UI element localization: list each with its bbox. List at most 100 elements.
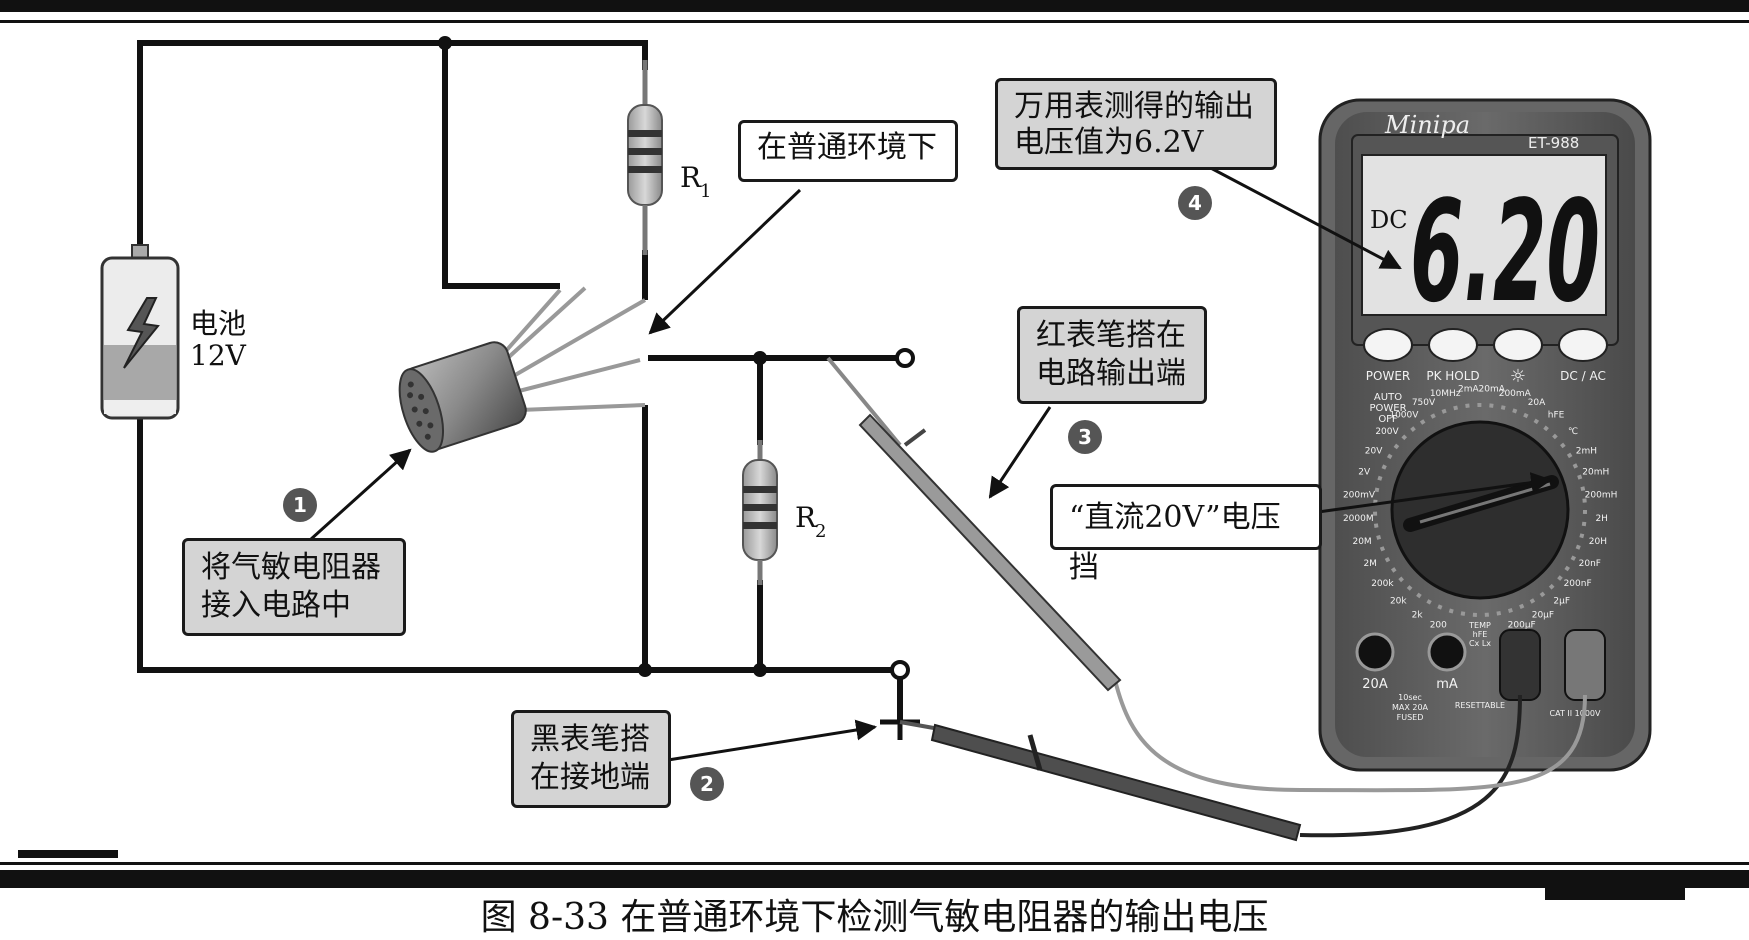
dial-range-label: 200μF: [1508, 621, 1536, 631]
dc20v-range-callout: “直流20V”电压挡: [1050, 484, 1322, 585]
r1-label: R: [680, 161, 702, 194]
black-probe-plug: [1499, 629, 1541, 701]
dial-range-label: 2H: [1595, 514, 1608, 524]
meter-mode: DC: [1370, 206, 1408, 234]
fuse-note-2: MAX 20A: [1392, 703, 1429, 712]
battery-voltage: 12V: [190, 339, 247, 372]
r2-label: R: [795, 501, 817, 534]
red-probe-plug: [1564, 629, 1606, 701]
dial-range-label: 20M: [1352, 537, 1371, 547]
black-probe-line2: 在接地端: [530, 760, 650, 795]
auto-power-off-1: AUTO: [1374, 392, 1402, 403]
dial-range-label: 200mV: [1343, 491, 1376, 501]
meter-model: ET-988: [1528, 134, 1579, 152]
r1-subscript: 1: [700, 181, 711, 202]
button-label-backlight: ☼: [1510, 366, 1526, 387]
dial-range-label: 200V: [1375, 427, 1399, 437]
jack-label-ma: mA: [1436, 677, 1458, 692]
dial-range-label: 200nF: [1564, 579, 1592, 589]
black-probe-line1: 黑表笔搭: [530, 722, 650, 757]
red-probe-line1: 红表笔搭在: [1036, 318, 1186, 353]
dial-range-label: hFE: [1548, 411, 1565, 421]
temp-label-3: Cx Lx: [1469, 639, 1491, 648]
button-label-power: POWER: [1366, 369, 1410, 383]
dial-range-label: 2mH: [1576, 446, 1597, 456]
black-probe-lead: [1299, 694, 1522, 838]
dial-range-label: 2M: [1363, 559, 1377, 569]
button-label-pk-hold: PK HOLD: [1426, 369, 1479, 383]
step-badge-4-label: 4: [1188, 191, 1202, 215]
ground-symbol: [880, 700, 920, 740]
resistor-r2: [742, 440, 778, 585]
battery-label: 电池: [190, 307, 246, 340]
multimeter: Minipa ET-988 DC 6.20 POWER PK HOLD ☼ DC…: [1318, 98, 1652, 772]
dial-range-label: 2V: [1358, 468, 1371, 478]
dial-range-label: 20H: [1589, 537, 1607, 547]
dial-range-label: 20V: [1365, 446, 1383, 456]
step-badge-1: [283, 488, 317, 522]
battery: [100, 244, 180, 420]
step-badge-4: [1178, 186, 1212, 220]
red-probe-line2: 电路输出端: [1036, 356, 1186, 391]
dial-range-label: 2000M: [1343, 514, 1374, 524]
dial-range-label: 750V: [1412, 398, 1436, 408]
bottom-right-mark: [1545, 888, 1685, 900]
meter-reading-line2: 电压值为6.2V: [1014, 125, 1204, 160]
gas-sensor: [398, 286, 647, 453]
auto-power-off-3: OFF: [1378, 414, 1398, 425]
dial-range-label: 2μF: [1553, 597, 1570, 607]
black-probe-callout: 黑表笔搭 在接地端: [511, 710, 671, 808]
meter-brand: Minipa: [1384, 111, 1470, 139]
lightning-icon: [123, 297, 160, 369]
dial-range-label: 1000V: [1389, 411, 1419, 421]
callout-arrows: [308, 163, 1553, 762]
bottom-border-line: [0, 862, 1749, 865]
ground-terminal: [890, 660, 910, 680]
normal-environment-text: 在普通环境下: [757, 130, 937, 165]
step-badge-2-label: 2: [700, 772, 714, 796]
cat-rating: CAT II 1000V: [1550, 709, 1601, 718]
resistor-r1: [627, 60, 663, 255]
red-probe: [826, 356, 1122, 692]
figure-caption: 图 8-33 在普通环境下检测气敏电阻器的输出电压: [480, 897, 1269, 938]
temp-label-2: hFE: [1473, 630, 1488, 639]
dial-range-label: 20μF: [1532, 611, 1554, 621]
resettable-label: RESETTABLE: [1455, 701, 1505, 710]
red-probe-lead: [1113, 679, 1587, 793]
dc20v-range-text: “直流20V”电压挡: [1069, 500, 1281, 585]
step-badge-2: [690, 767, 724, 801]
dial-range-label: 2mA: [1458, 385, 1479, 395]
junction-dots: [438, 36, 767, 677]
output-terminal: [895, 348, 915, 368]
lcd-screen: [1361, 154, 1607, 316]
normal-environment-callout: 在普通环境下: [738, 120, 958, 182]
top-border-line: [0, 20, 1749, 23]
dial-range-label: 2k: [1412, 611, 1424, 621]
black-probe: [899, 720, 1302, 842]
dial: 200 2k 20k 200k 2M 20M 2000M 200mV 2V 20V 200V 1000…: [1343, 385, 1617, 631]
temp-label-1: TEMP: [1468, 621, 1491, 630]
red-probe-callout: 红表笔搭在 电路输出端: [1017, 306, 1207, 404]
meter-buttons: [1363, 328, 1608, 362]
jack-label-20a: 20A: [1362, 677, 1388, 692]
dial-range-label: 20mH: [1582, 468, 1609, 478]
bottom-left-mark: [18, 850, 118, 858]
step1-line2: 接入电路中: [201, 588, 351, 623]
step1-line1: 将气敏电阻器: [201, 550, 381, 585]
dial-range-label: 20k: [1390, 597, 1407, 607]
step-badge-1-label: 1: [293, 493, 307, 517]
dial-range-label: 20mA: [1479, 385, 1506, 395]
bottom-border-bar: [0, 870, 1749, 888]
circuit-diagram: Minipa ET-988 DC 6.20 POWER PK HOLD ☼ DC…: [0, 0, 1749, 900]
auto-power-off-2: POWER: [1369, 403, 1406, 414]
dial-range-label: 200: [1430, 621, 1447, 631]
meter-display: 6.20: [1410, 171, 1600, 334]
dial-range-label: 200k: [1371, 579, 1394, 589]
r2-subscript: 2: [815, 521, 826, 542]
button-label-dc-ac: DC / AC: [1560, 369, 1606, 383]
dial-range-label: 20nF: [1579, 559, 1601, 569]
step-badge-3: [1068, 420, 1102, 454]
input-jacks: 20A mA 10sec MAX 20A FUSED RESETTABLE TE…: [1355, 621, 1606, 722]
dial-range-label: ℃: [1568, 427, 1578, 437]
